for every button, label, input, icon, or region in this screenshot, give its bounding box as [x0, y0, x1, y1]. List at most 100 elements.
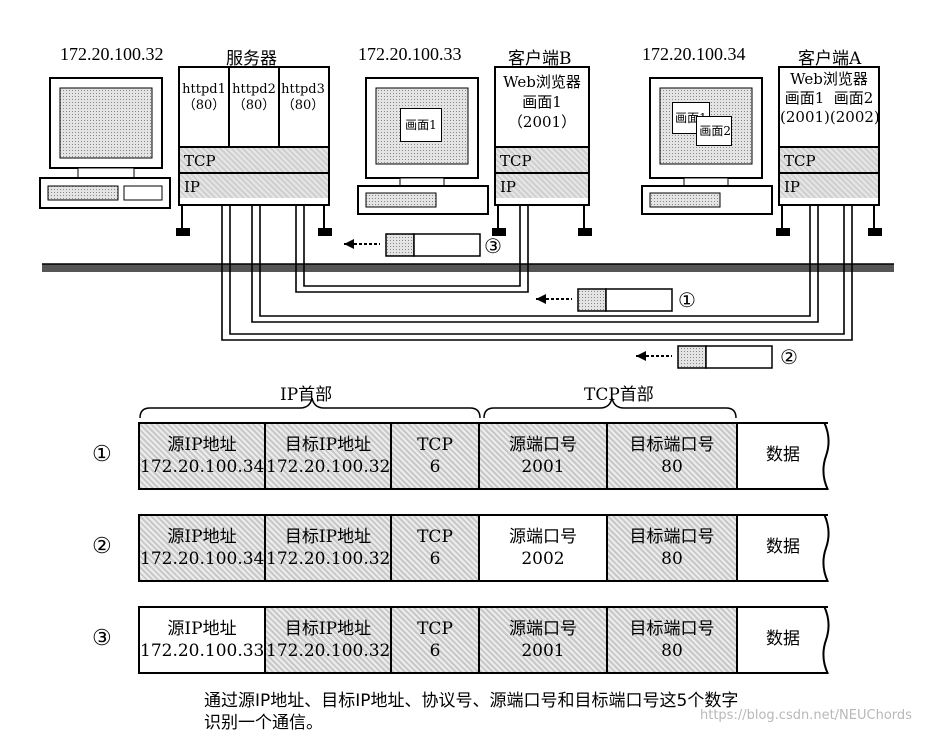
client-a-ports: (2001) (2002): [780, 108, 880, 126]
src-ip-text: 172.20.100.33: [140, 641, 265, 661]
httpd3-process: httpd3 （80）: [280, 68, 326, 146]
proto-text: 6: [429, 457, 441, 477]
ip-header-label: IP首部: [280, 385, 333, 405]
client-b-protocol-stack: Web浏览器 画面1 （2001） TCP IP: [494, 66, 590, 206]
client-a-ip-layer: IP: [780, 172, 878, 198]
dst-port-label-text: 目标端口号: [629, 527, 715, 547]
data-text: 数据: [766, 537, 800, 557]
dst-ip-label-text: 目标IP地址: [284, 435, 372, 455]
client-b-name-label: 客户端B: [508, 49, 572, 69]
dst-ip-label-text: 目标IP地址: [284, 527, 372, 547]
client-a-tcp-layer: TCP: [780, 146, 878, 172]
packet-3-icon: [344, 233, 481, 257]
packet-2-icon: [636, 345, 773, 369]
httpd2-process: httpd2 （80）: [230, 68, 280, 146]
server-computer-icon: [39, 77, 171, 209]
network-bus: [42, 264, 894, 272]
data-cell: 数据: [736, 422, 828, 490]
client-a-screens: 画面1 画面2: [784, 89, 874, 107]
src-ip-text: 172.20.100.34: [140, 457, 265, 477]
client-b-computer-icon: [357, 77, 489, 215]
flow-2-label: ②: [780, 345, 798, 369]
flow-3-label: ③: [484, 234, 502, 258]
data-text: 数据: [766, 629, 800, 649]
dst-port-text: 80: [661, 549, 683, 569]
packet-row-number: ①: [92, 442, 112, 467]
src-port-label-text: 源端口号: [509, 435, 577, 455]
server-protocol-stack: httpd1 （80） httpd2 （80） httpd3 （80） TCP …: [178, 66, 330, 206]
client-a-monitor-window-2: 画面2: [696, 116, 732, 146]
flow-1-label: ①: [678, 288, 696, 312]
packet-row-number: ②: [92, 534, 112, 559]
proto-label-text: TCP: [417, 527, 453, 547]
dst-ip-label-text: 目标IP地址: [284, 619, 372, 639]
server-ip-label: 172.20.100.32: [60, 44, 164, 64]
packet-row-number: ③: [92, 626, 112, 651]
dst-port-label-text: 目标端口号: [629, 435, 715, 455]
src-ip-text: 172.20.100.34: [140, 549, 265, 569]
row-top-border: [138, 514, 828, 516]
caption-line-1: 通过源IP地址、目标IP地址、协议号、源端口号和目标端口号这5个数字: [204, 691, 739, 711]
src-port-text: 2001: [521, 457, 565, 477]
client-b-monitor-window: 画面1: [400, 108, 442, 142]
server-tcp-layer: TCP: [180, 146, 328, 172]
client-a-computer-icon: [641, 77, 773, 215]
packet-1-icon: [536, 288, 673, 312]
row-top-border: [138, 606, 828, 608]
dst-port-text: 80: [661, 457, 683, 477]
dst-port-text: 80: [661, 641, 683, 661]
src-ip-label-text: 源IP地址: [167, 527, 237, 547]
client-a-name-label: 客户端A: [798, 49, 862, 69]
src-ip-label-text: 源IP地址: [167, 435, 237, 455]
client-b-ip-label: 172.20.100.33: [358, 44, 462, 64]
src-port-label-text: 源端口号: [509, 619, 577, 639]
src-ip-label-text: 源IP地址: [167, 619, 237, 639]
src-port-text: 2001: [521, 641, 565, 661]
dst-ip-text: 172.20.100.32: [266, 641, 391, 661]
proto-text: 6: [429, 549, 441, 569]
src-port-label-text: 源端口号: [509, 527, 577, 547]
torn-edge-icon: [822, 514, 830, 582]
tcp-header-label: TCP首部: [584, 385, 654, 405]
httpd1-process: httpd1 （80）: [180, 68, 230, 146]
proto-label-text: TCP: [417, 435, 453, 455]
proto-text: 6: [429, 641, 441, 661]
data-cell: 数据: [736, 514, 828, 582]
client-b-tcp-layer: TCP: [496, 146, 588, 172]
watermark: https://blog.csdn.net/NEUChords: [700, 708, 912, 723]
dst-ip-text: 172.20.100.32: [266, 457, 391, 477]
torn-edge-icon: [822, 422, 830, 490]
server-ip-layer: IP: [180, 172, 328, 198]
client-b-ip-layer: IP: [496, 172, 588, 198]
connection-lines: [221, 140, 853, 341]
row-top-border: [138, 422, 828, 424]
proto-label-text: TCP: [417, 619, 453, 639]
server-name-label: 服务器: [226, 49, 277, 69]
src-port-text: 2002: [521, 549, 565, 569]
client-a-ip-label: 172.20.100.34: [642, 44, 746, 64]
data-cell: 数据: [736, 606, 828, 674]
dst-ip-text: 172.20.100.32: [266, 549, 391, 569]
data-text: 数据: [766, 445, 800, 465]
caption-line-2: 识别一个通信。: [204, 713, 323, 733]
client-a-browser: Web浏览器 画面1 画面2 (2001) (2002): [780, 68, 880, 146]
